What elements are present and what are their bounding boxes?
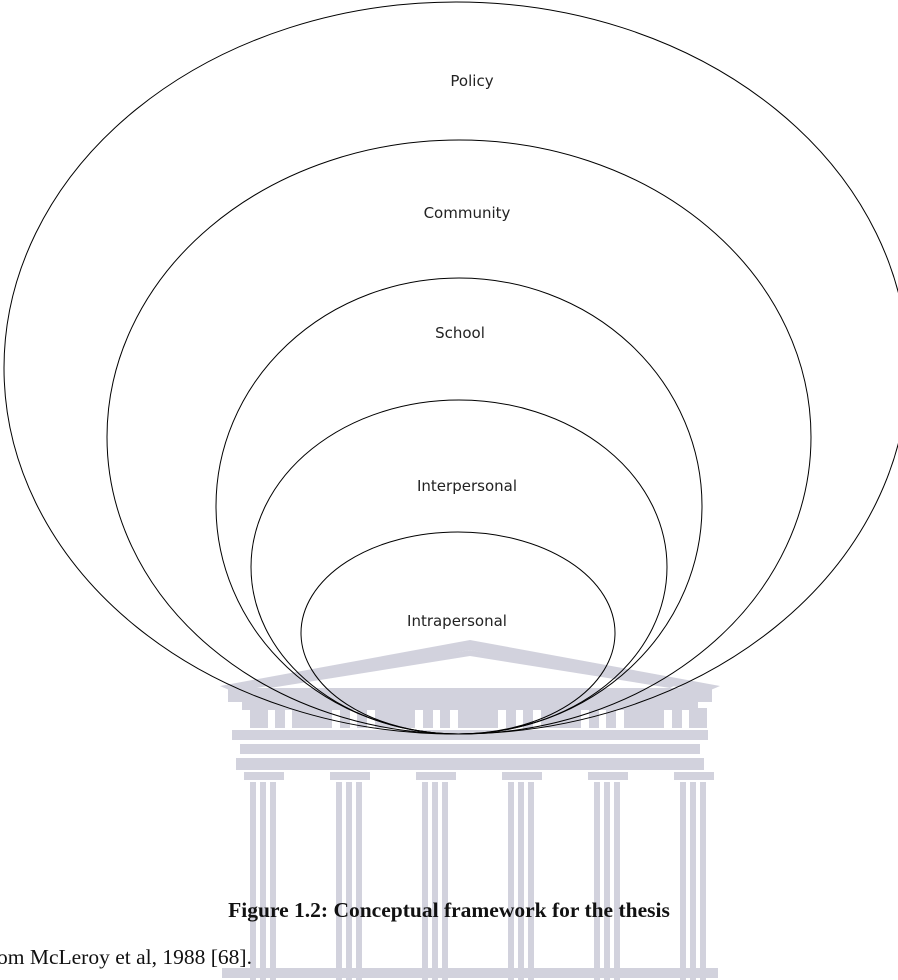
label-policy: Policy <box>450 72 493 90</box>
label-interpersonal: Interpersonal <box>417 477 517 495</box>
label-community: Community <box>424 204 511 222</box>
ellipse-community <box>106 139 812 735</box>
label-school: School <box>435 324 485 342</box>
figure-caption: Figure 1.2: Conceptual framework for the… <box>228 898 670 922</box>
ellipse-intrapersonal <box>300 531 616 735</box>
label-intrapersonal: Intrapersonal <box>407 612 507 630</box>
ellipse-interpersonal <box>250 399 668 735</box>
ellipse-school <box>215 277 703 735</box>
source-citation: om McLeroy et al, 1988 [68]. <box>0 945 252 969</box>
